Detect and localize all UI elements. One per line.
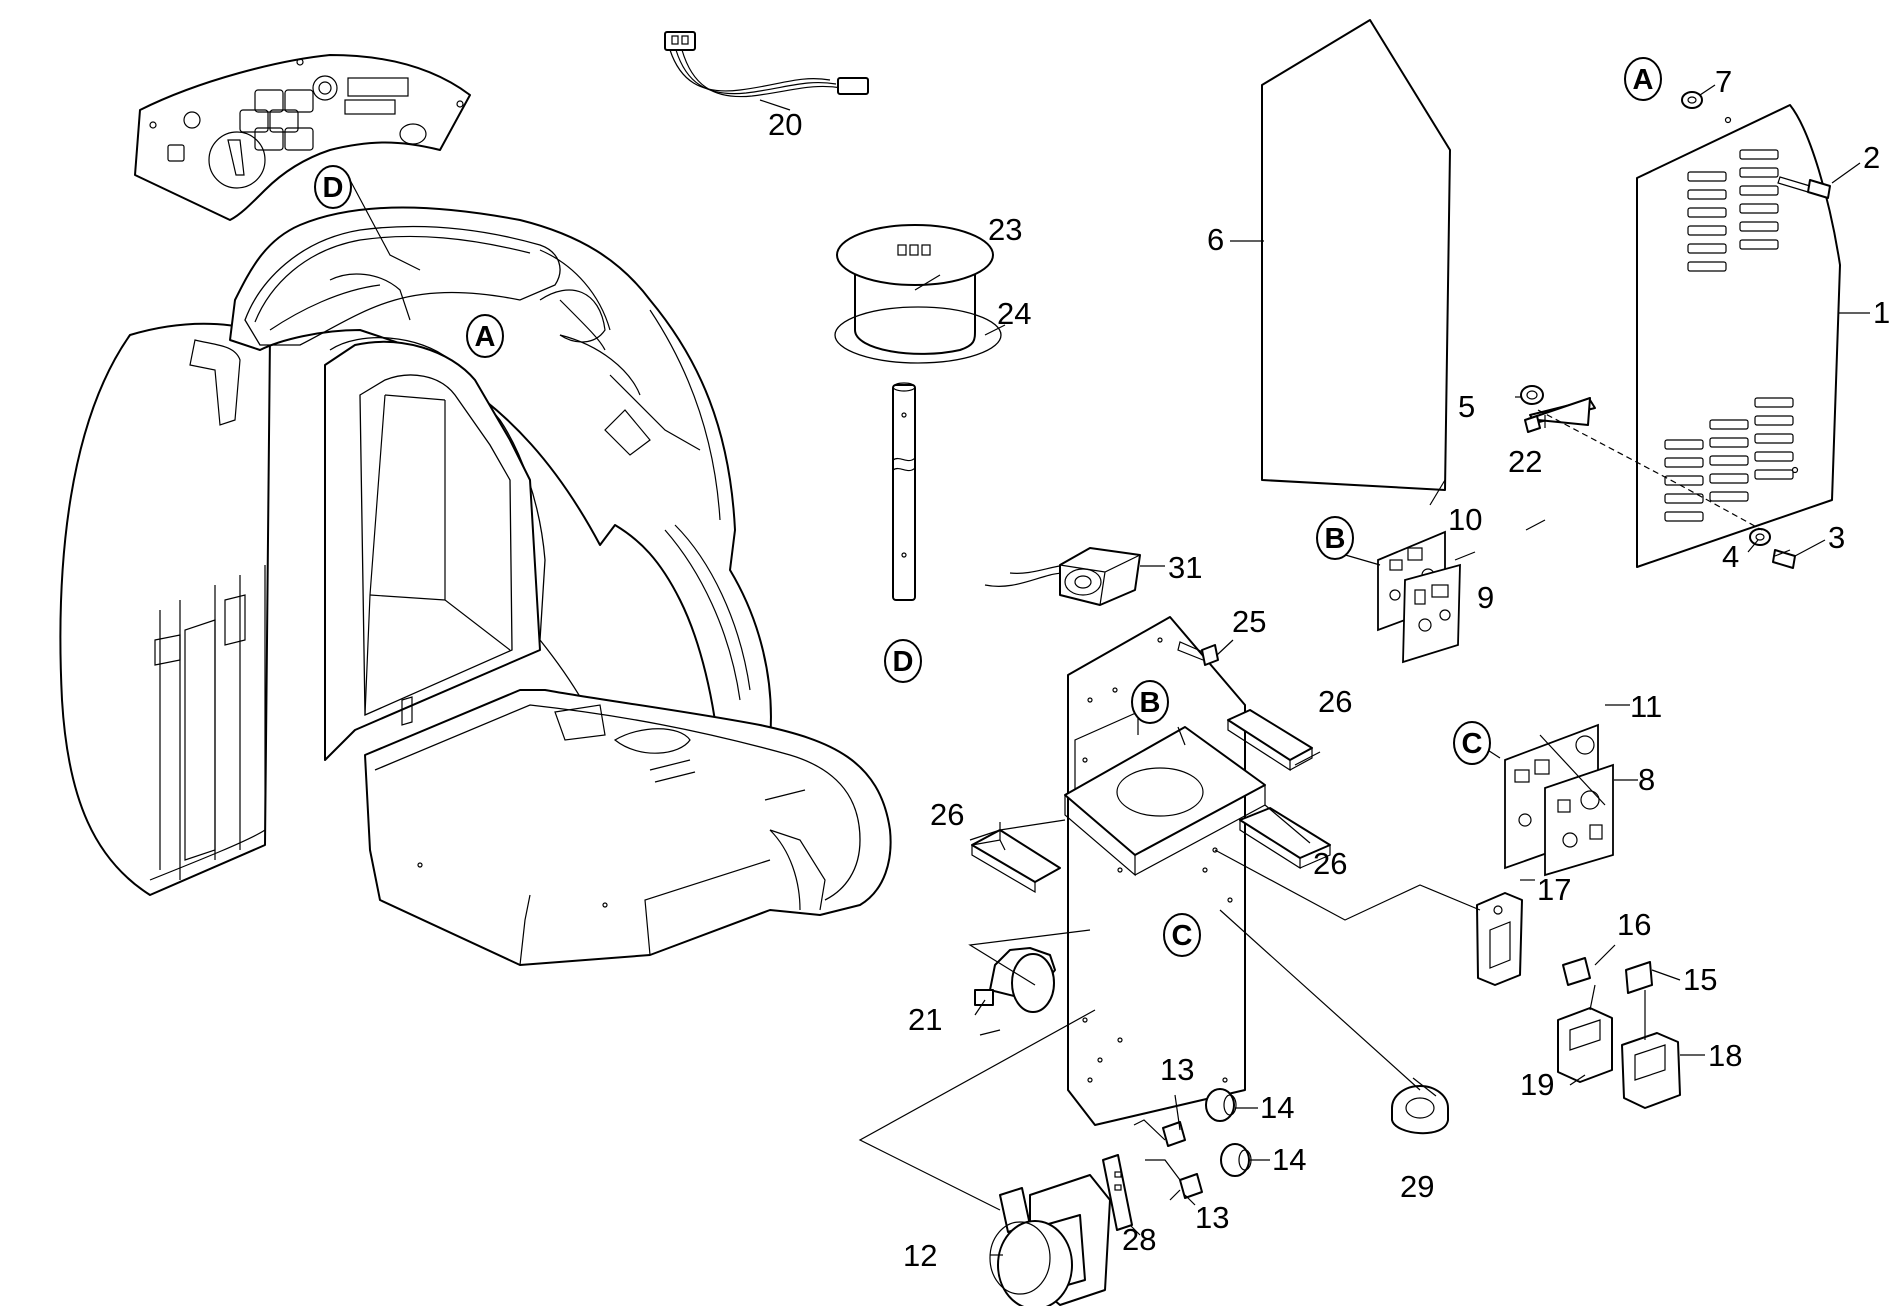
callout-5: 5 [1458, 389, 1475, 424]
ref-marker-d-panel: D [314, 165, 352, 209]
ref-letter: D [323, 172, 344, 204]
callout-23: 23 [988, 212, 1022, 247]
callout-17: 17 [1537, 872, 1571, 907]
leader-lines [349, 84, 1870, 1256]
callout-labels: 1 2 3 4 5 6 7 8 9 10 11 12 13 13 14 14 1… [768, 64, 1890, 1273]
callout-26-top: 26 [1318, 684, 1352, 719]
callout-13-upper: 13 [1160, 1052, 1194, 1087]
ref-letter: C [1172, 920, 1193, 952]
callout-8: 8 [1638, 762, 1655, 797]
part-17-bracket [1476, 892, 1523, 986]
callout-13-lower: 13 [1195, 1200, 1229, 1235]
callout-25: 25 [1232, 604, 1266, 639]
tube-part [892, 382, 916, 601]
part-19-fuse-holder [1557, 1007, 1613, 1083]
callout-9: 9 [1477, 580, 1494, 615]
ref-letter: B [1325, 523, 1346, 555]
callout-12: 12 [903, 1238, 937, 1273]
ref-letter: C [1462, 728, 1483, 760]
cover-vent-slots [1664, 149, 1794, 522]
part-24-o-ring [834, 306, 1002, 364]
part-25-screw [1177, 641, 1219, 666]
part-5-nut [1520, 385, 1544, 405]
ref-marker-a-cover: A [1624, 57, 1662, 101]
part-31-fan [984, 547, 1141, 606]
callout-18: 18 [1708, 1038, 1742, 1073]
part-18-fuse-holder [1621, 1032, 1681, 1109]
part-15-fuse [1625, 961, 1653, 994]
callout-2: 2 [1863, 140, 1880, 175]
callout-15: 15 [1683, 962, 1717, 997]
ref-marker-b-plate: B [1131, 680, 1169, 724]
callout-6: 6 [1207, 222, 1224, 257]
part-7-nut [1681, 91, 1703, 109]
callout-20: 20 [768, 107, 802, 142]
ref-letter: B [1140, 687, 1161, 719]
part-28-mounting-bar [1102, 1154, 1133, 1231]
callout-26-right: 26 [1313, 846, 1347, 881]
callout-24: 24 [997, 296, 1031, 331]
part-3-screw [1772, 549, 1796, 569]
callout-4: 4 [1722, 539, 1739, 574]
callout-14-upper: 14 [1260, 1090, 1294, 1125]
callout-19: 19 [1520, 1067, 1554, 1102]
part-12-motor [989, 1174, 1111, 1306]
callout-11: 11 [1630, 689, 1662, 724]
part-26-strip-right [1239, 807, 1331, 870]
callout-16: 16 [1617, 907, 1651, 942]
callout-3: 3 [1828, 520, 1845, 555]
part-23-cap [836, 224, 994, 355]
ref-letter: D [893, 646, 914, 678]
part-14-bumper-lower [1220, 1143, 1252, 1177]
callout-28: 28 [1122, 1222, 1156, 1257]
ref-letter: A [475, 321, 496, 353]
mounting-plate [1064, 616, 1266, 1126]
ref-marker-a-housing: A [466, 314, 504, 358]
part-22-bracket [1524, 397, 1596, 433]
part-26-strip-top [1227, 709, 1313, 772]
ref-marker-d-tube: D [884, 639, 922, 683]
callout-10: 10 [1448, 502, 1482, 537]
callout-29: 29 [1400, 1169, 1434, 1204]
callout-31: 31 [1168, 550, 1202, 585]
part-29-foot [1391, 1085, 1449, 1135]
main-housing [59, 206, 892, 966]
callout-1: 1 [1873, 295, 1890, 330]
part-2-screw [1777, 176, 1831, 199]
callout-7: 7 [1715, 64, 1732, 99]
part-20-wire-harness [664, 31, 869, 98]
part-16-fuse [1562, 957, 1591, 986]
part-26-strip-left [971, 829, 1061, 894]
callout-26-left: 26 [930, 797, 964, 832]
part-6-panel [1261, 19, 1451, 491]
callout-14-lower: 14 [1272, 1142, 1306, 1177]
part-14-bumper-upper [1205, 1088, 1237, 1122]
callout-22: 22 [1508, 444, 1542, 479]
part-13-clip-upper [1162, 1121, 1186, 1147]
ref-letter: A [1633, 64, 1654, 96]
ref-marker-c-plate: C [1163, 913, 1201, 957]
callout-21: 21 [908, 1002, 942, 1037]
part-21-motor [974, 947, 1056, 1013]
ref-marker-b-boards: B [1316, 516, 1354, 560]
ref-marker-c-boards: C [1453, 721, 1491, 765]
part-9-circuit-board [1402, 563, 1461, 664]
control-panel [134, 54, 471, 221]
part-8-circuit-board [1544, 763, 1614, 877]
part-13-clip-lower [1179, 1173, 1203, 1199]
part-1-side-cover [1636, 104, 1841, 568]
part-4-washer [1749, 528, 1771, 546]
